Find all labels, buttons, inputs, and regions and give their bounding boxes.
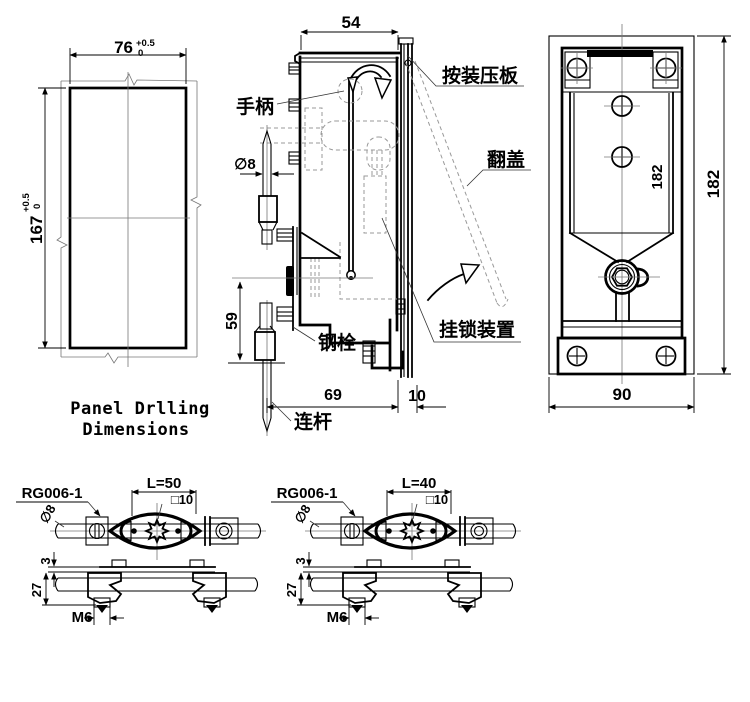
panel-width-tol-upper: +0.5 (136, 38, 155, 49)
rod-travel-dim: 59 (224, 312, 241, 330)
front-width-dim: 90 (613, 385, 632, 404)
rotation-arrow (346, 64, 393, 100)
steel-bolt-label: 钢栓 (318, 331, 356, 354)
handle-label: 手柄 (236, 95, 274, 118)
top-screws (561, 52, 682, 84)
panel-height-dim: 167 (27, 216, 46, 244)
right-thread-dim: M6 (327, 609, 348, 626)
body-width-dim: 69 (324, 387, 342, 404)
base-screws (566, 345, 677, 367)
lock-cylinder (598, 259, 660, 322)
front-base (556, 336, 687, 376)
panel-drilling-view (38, 48, 202, 367)
right-part-no: RG006-1 (277, 485, 338, 502)
rod-dia-dim: ∅8 (234, 156, 255, 173)
right-square-hole-dim: □10 (426, 492, 448, 507)
left-square-hole-dim: □10 (171, 492, 193, 507)
padlock-device-label: 挂锁装置 (439, 318, 515, 341)
depth-dim: 54 (342, 13, 361, 32)
v-guide (568, 231, 675, 264)
panel-width-tol-lower: 0 (138, 48, 143, 59)
lower-rod (254, 300, 276, 436)
steel-bolt-bracket (276, 226, 342, 331)
lock-side-view (228, 29, 531, 436)
mount-plate-label: 按装压板 (442, 64, 519, 87)
center-screws (604, 95, 640, 168)
left-part-no: RG006-1 (22, 485, 83, 502)
left-thread-dim: M6 (72, 609, 93, 626)
left-rod-dia-dim: ∅8 (36, 502, 58, 526)
connecting-rod-label: 连杆 (294, 410, 332, 433)
padlock-hasp (362, 318, 405, 372)
panel-width-dim: 76 (114, 38, 133, 57)
caption-line1: Panel Drlling (70, 399, 210, 419)
wall-nuts (288, 62, 301, 165)
panel-height-tol-lower: 0 (32, 204, 43, 209)
caption-line2: Dimensions (82, 420, 189, 440)
right-rod-dia-dim: ∅8 (291, 502, 313, 526)
left-length-dim: L=50 (147, 475, 182, 492)
flip-cover-label: 翻盖 (487, 148, 525, 171)
open-direction-arrow (426, 263, 481, 302)
left-clamp-height-dim: 27 (29, 583, 44, 597)
front-height-dim: 182 (704, 170, 723, 198)
cam-detail-linework (16, 489, 266, 625)
plate-offset-dim: 10 (408, 388, 426, 405)
panel-height-tol-upper: +0.5 (21, 193, 32, 212)
lock-front-view (548, 24, 731, 413)
front-height-inner-dim: 182 (649, 164, 666, 189)
spline-hole (143, 517, 171, 545)
right-clamp-height-dim: 27 (284, 583, 299, 597)
plate-screw (404, 59, 412, 67)
right-plate-thickness-dim: 3 (293, 557, 308, 564)
right-length-dim: L=40 (402, 475, 437, 492)
handle (346, 78, 356, 280)
left-plate-thickness-dim: 3 (38, 557, 53, 564)
ghost-outlines (260, 78, 400, 300)
upper-rod (258, 125, 278, 250)
body-left-outline (298, 55, 390, 345)
flip-cover-ghost (405, 60, 509, 308)
